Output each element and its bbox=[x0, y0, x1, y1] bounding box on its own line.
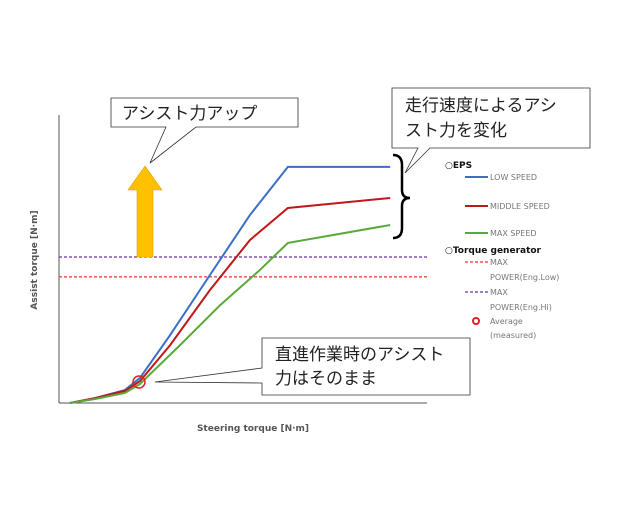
callout-speed-change-line1: 走行速度によるアシ bbox=[405, 96, 557, 116]
legend-low-speed: LOW SPEED bbox=[490, 173, 537, 182]
series-line-max-speed bbox=[69, 224, 391, 404]
average-measured-marker bbox=[132, 375, 146, 389]
brace bbox=[392, 153, 411, 240]
series-line-middle-speed bbox=[69, 196, 391, 404]
legend-max-speed: MAX SPEED bbox=[490, 229, 537, 238]
legend-eng-hi-1: MAX bbox=[490, 288, 508, 297]
y-axis-label: Assist torque [N·m] bbox=[30, 210, 40, 309]
callout-speed-change bbox=[391, 87, 591, 174]
legend-eng-low-2: POWER(Eng.Low) bbox=[490, 273, 559, 282]
legend-swatch-average bbox=[472, 317, 480, 325]
callout-speed-change-line2: スト力を変化 bbox=[405, 121, 507, 141]
callout-straight bbox=[154, 337, 471, 396]
legend-eng-hi-2: POWER(Eng.Hi) bbox=[490, 303, 552, 312]
callout-straight-line1: 直進作業時のアシスト bbox=[275, 345, 444, 365]
callout-assist-up bbox=[110, 97, 299, 164]
legend-group-torque: ○Torque generator bbox=[445, 246, 542, 256]
legend-eng-low-1: MAX bbox=[490, 258, 508, 267]
callout-straight-line2: 力はそのまま bbox=[275, 369, 377, 389]
x-axis-label: Steering torque [N·m] bbox=[197, 424, 309, 434]
assist-up-arrow bbox=[127, 165, 163, 258]
legend-average-2: (measured) bbox=[490, 331, 536, 340]
legend-group-eps: ○EPS bbox=[445, 161, 472, 171]
legend-average-1: Average bbox=[490, 317, 523, 326]
legend-middle-speed: MIDDLE SPEED bbox=[490, 202, 550, 211]
legend: ○EPS LOW SPEED MIDDLE SPEED MAX SPEED ○T… bbox=[445, 161, 559, 340]
callout-assist-up-text: アシスト力アップ bbox=[122, 104, 257, 124]
